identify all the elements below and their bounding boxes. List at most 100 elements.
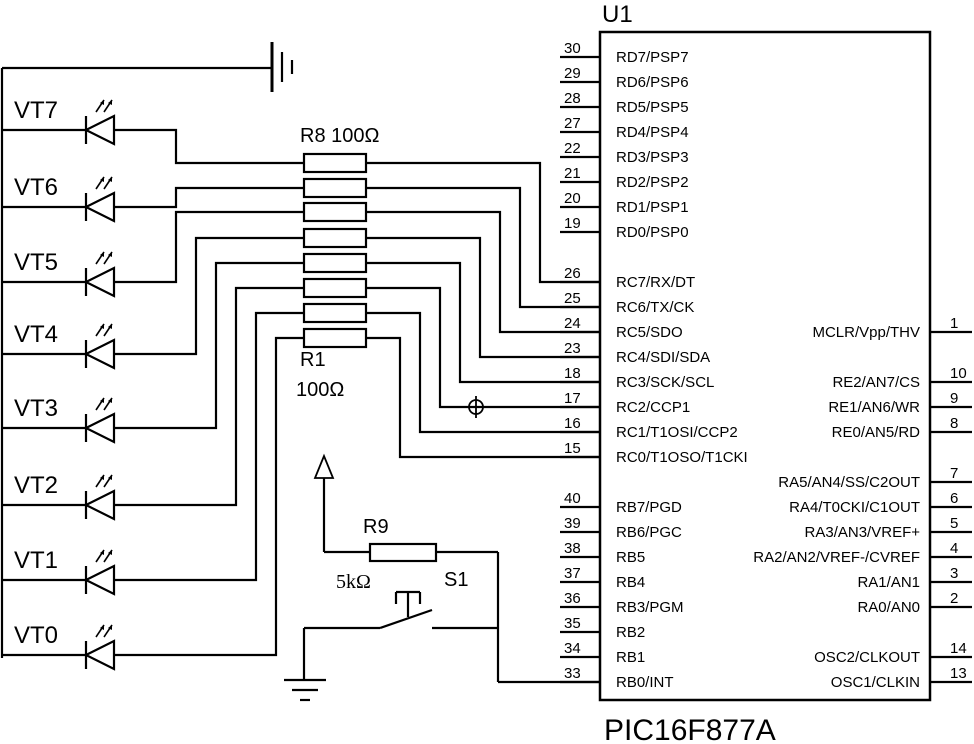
svg-text:RC4/SDI/SDA: RC4/SDI/SDA xyxy=(616,349,710,366)
chip-ref: U1 xyxy=(602,1,633,28)
svg-text:RC0/T1OSO/T1CKI: RC0/T1OSO/T1CKI xyxy=(616,449,748,466)
resistor xyxy=(302,302,368,324)
led-vt4: VT4 xyxy=(2,321,116,370)
svg-text:RB1: RB1 xyxy=(616,649,645,666)
chip-left-pins: 30RD7/PSP729RD6/PSP628RD5/PSP527RD4/PSP4… xyxy=(560,40,748,691)
svg-text:RD6/PSP6: RD6/PSP6 xyxy=(616,74,689,91)
svg-text:10: 10 xyxy=(950,365,967,382)
led-resistor-wire xyxy=(114,128,304,165)
svg-text:RC7/RX/DT: RC7/RX/DT xyxy=(616,274,695,291)
svg-text:5: 5 xyxy=(950,515,958,532)
svg-text:RC6/TX/CK: RC6/TX/CK xyxy=(616,299,694,316)
led-label: VT0 xyxy=(14,622,58,649)
svg-text:RE0/AN5/RD: RE0/AN5/RD xyxy=(832,424,921,441)
resistor-pin-wire xyxy=(366,336,600,459)
led-resistor-wire xyxy=(114,261,304,430)
svg-text:18: 18 xyxy=(564,365,581,382)
resistor-bottom-value: 100Ω xyxy=(296,379,344,401)
svg-text:15: 15 xyxy=(564,440,581,457)
svg-text:25: 25 xyxy=(564,290,581,307)
led-vt6: VT6 xyxy=(2,174,116,223)
svg-text:RD0/PSP0: RD0/PSP0 xyxy=(616,224,689,241)
svg-text:RC3/SCK/SCL: RC3/SCK/SCL xyxy=(616,374,714,391)
resistor xyxy=(302,227,368,249)
svg-text:RB7/PGD: RB7/PGD xyxy=(616,499,682,516)
led-label: VT7 xyxy=(14,97,58,124)
svg-text:27: 27 xyxy=(564,115,581,132)
svg-text:RB3/PGM: RB3/PGM xyxy=(616,599,684,616)
resistor-top-label: R8 100Ω xyxy=(300,125,379,147)
resistor-bottom-ref: R1 xyxy=(300,349,326,371)
svg-text:RB5: RB5 xyxy=(616,549,645,566)
svg-text:RE2/AN7/CS: RE2/AN7/CS xyxy=(832,374,920,391)
chip-body xyxy=(598,30,932,702)
svg-text:RC5/SDO: RC5/SDO xyxy=(616,324,683,341)
resistor-pin-wire xyxy=(366,186,600,309)
svg-text:22: 22 xyxy=(564,140,581,157)
svg-text:19: 19 xyxy=(564,215,581,232)
svg-text:20: 20 xyxy=(564,190,581,207)
svg-text:RD7/PSP7: RD7/PSP7 xyxy=(616,49,689,66)
svg-text:RD3/PSP3: RD3/PSP3 xyxy=(616,149,689,166)
resistor xyxy=(302,327,368,349)
svg-text:40: 40 xyxy=(564,490,581,507)
resistor xyxy=(302,152,368,174)
pullup-value: 5kΩ xyxy=(336,571,371,593)
led-vt5: VT5 xyxy=(2,249,116,298)
svg-text:7: 7 xyxy=(950,465,958,482)
svg-text:RB2: RB2 xyxy=(616,624,645,641)
svg-text:RA0/AN0: RA0/AN0 xyxy=(857,599,920,616)
led-vt2: VT2 xyxy=(2,472,116,521)
svg-text:26: 26 xyxy=(564,265,581,282)
svg-text:16: 16 xyxy=(564,415,581,432)
svg-text:13: 13 xyxy=(950,665,967,682)
svg-text:RA1/AN1: RA1/AN1 xyxy=(857,574,920,591)
resistor-pin-wire xyxy=(366,161,600,284)
led-resistor-wire xyxy=(114,186,304,209)
svg-text:RB6/PGC: RB6/PGC xyxy=(616,524,682,541)
led-label: VT3 xyxy=(14,395,58,422)
svg-text:24: 24 xyxy=(564,315,581,332)
resistor-bank xyxy=(302,152,368,349)
led-vt1: VT1 xyxy=(2,547,116,596)
svg-text:39: 39 xyxy=(564,515,581,532)
chip-right-pins: 1MCLR/Vpp/THV10RE2/AN7/CS9RE1/AN6/WR8RE0… xyxy=(753,315,972,691)
led-resistor-wire xyxy=(114,210,304,284)
resistor-pin-wire xyxy=(366,236,600,359)
svg-text:RB4: RB4 xyxy=(616,574,645,591)
svg-text:29: 29 xyxy=(564,65,581,82)
led-resistor-wire xyxy=(114,336,304,657)
svg-text:RD1/PSP1: RD1/PSP1 xyxy=(616,199,689,216)
resistor-routing xyxy=(114,128,600,657)
svg-text:2: 2 xyxy=(950,590,958,607)
resistor xyxy=(302,177,368,199)
svg-text:34: 34 xyxy=(564,640,581,657)
svg-text:1: 1 xyxy=(950,315,958,332)
svg-text:MCLR/Vpp/THV: MCLR/Vpp/THV xyxy=(812,324,920,341)
svg-text:RD2/PSP2: RD2/PSP2 xyxy=(616,174,689,191)
